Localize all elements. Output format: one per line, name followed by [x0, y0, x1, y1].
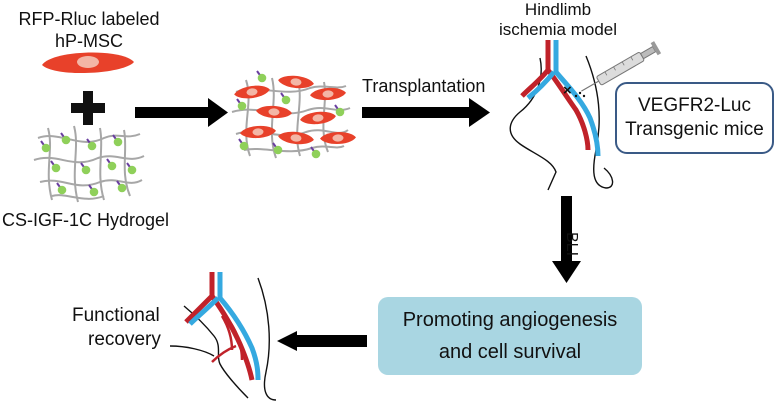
hydrogel-beads	[40, 132, 138, 198]
mice-box-line1: VEGFR2-Luc	[638, 95, 751, 116]
arrow-to-recovery	[277, 331, 367, 351]
model-label-line2: ischemia model	[498, 20, 618, 39]
result-box-line1: Promoting angiogenesis	[402, 309, 618, 331]
plus-icon	[71, 91, 105, 125]
bli-label: BLI	[563, 232, 580, 257]
transgenic-mice-box: VEGFR2-Luc Transgenic mice	[615, 82, 774, 154]
cells-label: RFP-Rluc labeled hP-MSC	[14, 8, 164, 52]
model-label-line1: Hindlimb	[524, 0, 592, 19]
cells-label-line2: hP-MSC	[54, 31, 123, 51]
hydrogel-label: CS-IGF-1C Hydrogel	[2, 210, 170, 230]
mice-box-line2: Transgenic mice	[625, 119, 764, 140]
arrow-bli	[552, 196, 581, 283]
outcome-box: Promoting angiogenesis and cell survival	[378, 297, 642, 375]
arrow-to-scaffold	[135, 98, 228, 127]
result-box-line2: and cell survival	[438, 341, 582, 363]
transplantation-label: Transplantation	[362, 76, 486, 96]
outcome-label-line2: recovery	[88, 329, 161, 350]
ischemia-dots	[574, 91, 586, 98]
arrow-transplantation	[362, 98, 490, 127]
hindlimb-ischemia-icon: ×	[509, 40, 614, 191]
model-label: Hindlimb ischemia model	[478, 0, 638, 40]
hydrogel-network-icon	[33, 125, 145, 203]
cells-label-line1: RFP-Rluc labeled	[18, 9, 160, 29]
hindlimb-recovered-icon	[169, 272, 277, 401]
outcome-label-line1: Functional	[72, 305, 160, 326]
svg-text:×: ×	[563, 82, 572, 99]
cell-laden-scaffold-icon	[231, 70, 357, 160]
msc-cell-icon	[42, 52, 134, 74]
syringe-icon	[581, 41, 662, 92]
outcome-label: Functional recovery	[72, 304, 161, 352]
